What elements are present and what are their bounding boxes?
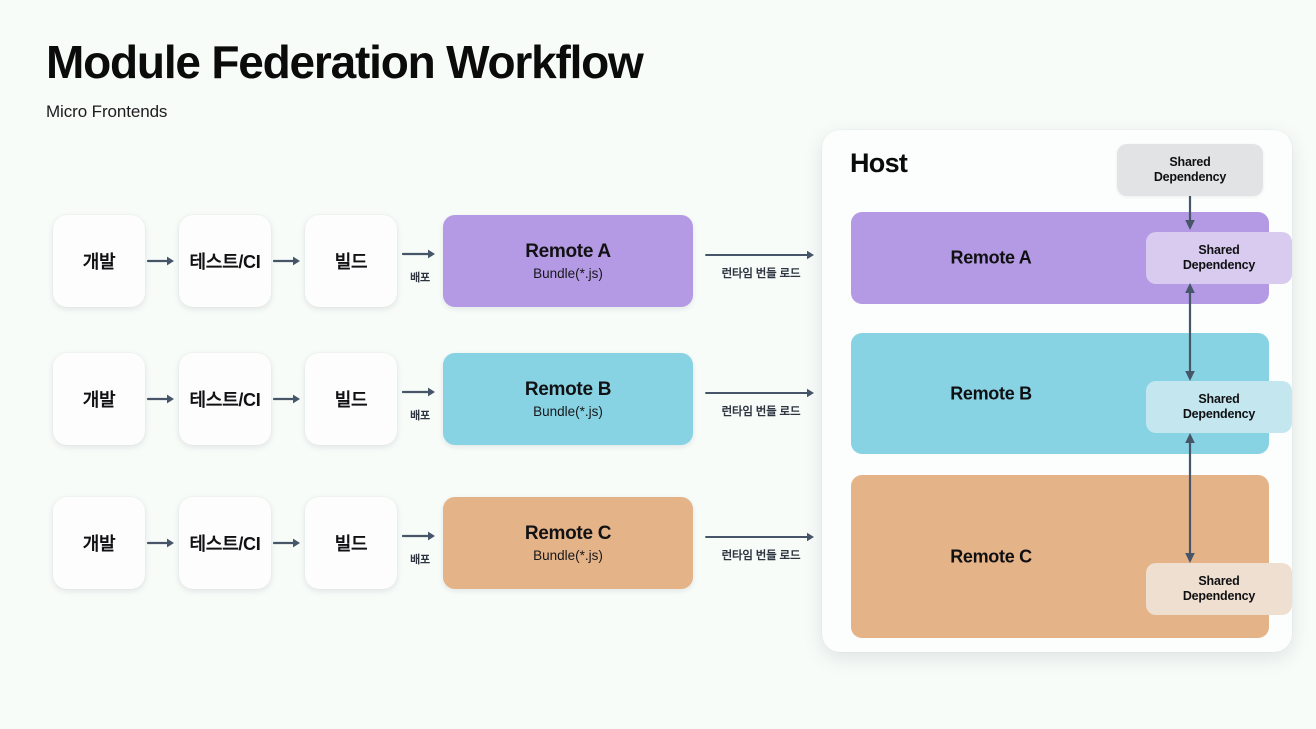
host-remote-a-label: Remote A: [950, 247, 1032, 268]
bundle-subtitle-c: Bundle(*.js): [533, 548, 603, 563]
shared-dependency-line2: Dependency: [1182, 407, 1256, 421]
host-remote-a[interactable]: Remote A Shared Dependency: [851, 212, 1292, 304]
stage-test-ci-a[interactable]: 테스트/CI: [179, 215, 271, 307]
arrow-right-icon: [145, 353, 179, 445]
pipeline-row-a: 개발 테스트/CI 빌드 배포 Remote A Bundle(*.js) 런타…: [53, 215, 829, 307]
stage-build-b[interactable]: 빌드: [305, 353, 397, 445]
runtime-load-arrow-c: 런타임 번들 로드: [693, 497, 829, 589]
deploy-label-c: 배포: [410, 554, 430, 566]
host-panel: Host Shared Dependency Remote A Shared D…: [822, 130, 1292, 652]
bundle-title-b: Remote B: [524, 379, 612, 400]
page-subtitle: Micro Frontends: [46, 102, 168, 122]
bundle-subtitle-b: Bundle(*.js): [533, 404, 603, 419]
arrow-right-icon: [271, 353, 305, 445]
pipeline-row-b: 개발 테스트/CI 빌드 배포 Remote B Bundle(*.js) 런타…: [53, 353, 829, 445]
runtime-load-label-a: 런타임 번들 로드: [721, 268, 801, 280]
arrow-right-icon: [145, 497, 179, 589]
header: Module Federation Workflow Micro Fronten…: [46, 36, 644, 122]
runtime-load-label-b: 런타임 번들 로드: [721, 406, 801, 418]
shared-dependency-line1: Shared: [1169, 154, 1211, 169]
bundle-card-remote-c[interactable]: Remote C Bundle(*.js): [443, 497, 693, 589]
deploy-label-b: 배포: [410, 410, 430, 422]
runtime-load-arrow-b: 런타임 번들 로드: [693, 353, 829, 445]
shared-dependency-remote-b[interactable]: Shared Dependency: [1146, 381, 1292, 433]
deploy-label-a: 배포: [410, 272, 430, 284]
runtime-load-arrow-a: 런타임 번들 로드: [693, 215, 829, 307]
shared-dependency-line2: Dependency: [1182, 589, 1256, 603]
page-title: Module Federation Workflow: [46, 36, 644, 88]
host-remote-c[interactable]: Remote C Shared Dependency: [851, 475, 1292, 638]
bundle-card-remote-b[interactable]: Remote B Bundle(*.js): [443, 353, 693, 445]
stage-test-ci-c[interactable]: 테스트/CI: [179, 497, 271, 589]
deploy-arrow-c: 배포: [397, 497, 443, 589]
stage-test-ci-b[interactable]: 테스트/CI: [179, 353, 271, 445]
host-remote-c-label: Remote C: [950, 546, 1032, 566]
shared-dependency-line1: Shared: [1198, 242, 1240, 257]
shared-dependency-remote-c[interactable]: Shared Dependency: [1146, 563, 1292, 615]
shared-dependency-line2: Dependency: [1153, 170, 1227, 184]
bundle-title-a: Remote A: [525, 241, 611, 262]
arrow-right-icon: [271, 215, 305, 307]
shared-dependency-line1: Shared: [1198, 573, 1240, 588]
stage-dev-a[interactable]: 개발: [53, 215, 145, 307]
stage-build-c[interactable]: 빌드: [305, 497, 397, 589]
runtime-load-label-c: 런타임 번들 로드: [721, 550, 801, 562]
shared-dependency-line1: Shared: [1198, 391, 1240, 406]
deploy-arrow-a: 배포: [397, 215, 443, 307]
host-remote-b-label: Remote B: [950, 383, 1032, 403]
host-remote-b[interactable]: Remote B Shared Dependency: [851, 333, 1292, 454]
arrow-right-icon: [271, 497, 305, 589]
bundle-subtitle-a: Bundle(*.js): [533, 266, 603, 281]
host-title: Host: [850, 148, 908, 178]
shared-dependency-line2: Dependency: [1182, 258, 1256, 272]
stage-dev-b[interactable]: 개발: [53, 353, 145, 445]
bundle-card-remote-a[interactable]: Remote A Bundle(*.js): [443, 215, 693, 307]
deploy-arrow-b: 배포: [397, 353, 443, 445]
shared-dependency-remote-a[interactable]: Shared Dependency: [1146, 232, 1292, 284]
bundle-title-c: Remote C: [524, 523, 612, 544]
stage-dev-c[interactable]: 개발: [53, 497, 145, 589]
pipeline-row-c: 개발 테스트/CI 빌드 배포 Remote C Bundle(*.js) 런타…: [53, 497, 829, 589]
shared-dependency-top[interactable]: Shared Dependency: [1117, 144, 1263, 196]
stage-build-a[interactable]: 빌드: [305, 215, 397, 307]
arrow-right-icon: [145, 215, 179, 307]
